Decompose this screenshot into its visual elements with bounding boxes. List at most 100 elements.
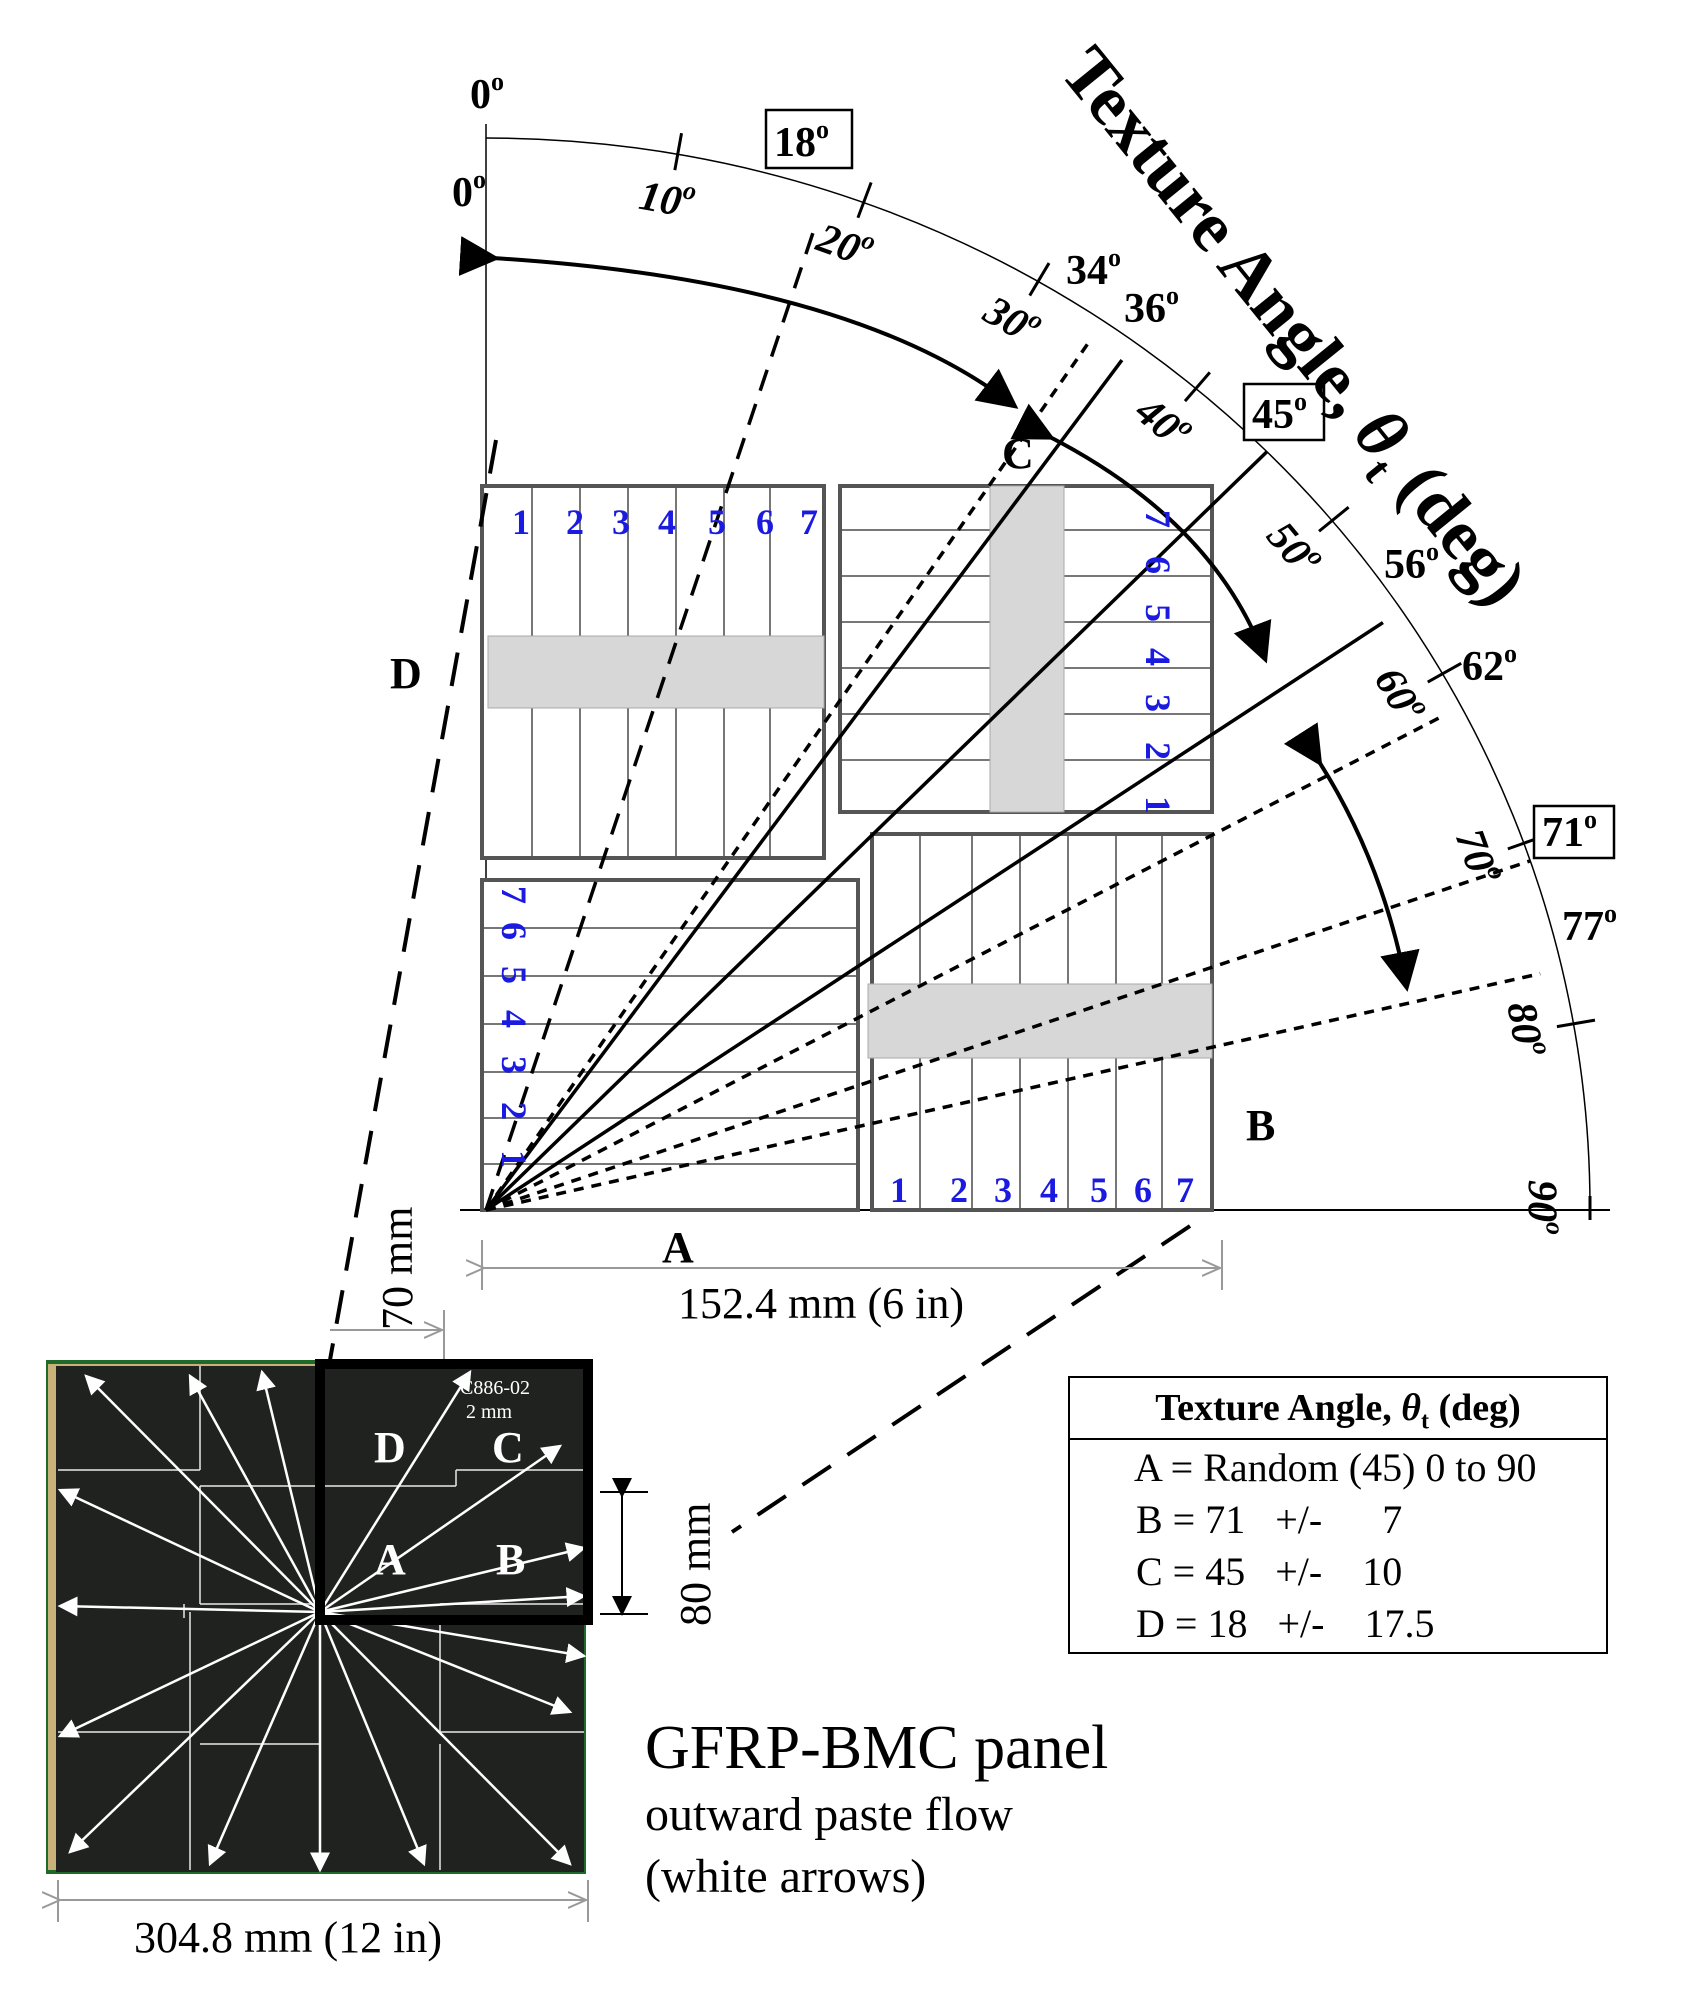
- inner-zero-label: 0o: [452, 165, 486, 216]
- legend-table: Texture Angle, θt (deg) A = Random (45) …: [1068, 1376, 1608, 1654]
- photo-code-label: C886-02: [460, 1377, 530, 1399]
- dim-label-80: 80 mm: [671, 1503, 720, 1626]
- paste-flow-arrow: [68, 1611, 321, 1854]
- arc-tick-label-group: 30o: [975, 287, 1049, 348]
- paste-flow-arrow: [319, 1542, 587, 1614]
- strip-number: 7: [1176, 1170, 1194, 1210]
- strip-number: 3: [994, 1170, 1012, 1210]
- arc-tick-label-group: 10o: [636, 168, 699, 228]
- paste-flow-arrow: [57, 1488, 321, 1614]
- boxed-angle-45: [1242, 382, 1326, 442]
- strip-number: 1: [512, 502, 530, 542]
- gray-band-b: [867, 983, 1213, 1059]
- outer-zero-label: 0o: [470, 67, 504, 118]
- photo-letter-a: A: [374, 1535, 406, 1584]
- dim-label-12in: 304.8 mm (12 in): [134, 1913, 442, 1962]
- boxed-angle-label-45: 45o: [1252, 387, 1307, 438]
- arc-tick-label-50: 50o: [1258, 510, 1332, 585]
- arc-tick-50: [1318, 505, 1350, 533]
- paste-flow-arrow: [319, 1444, 563, 1614]
- range-arrow-b: [1283, 722, 1420, 992]
- paste-flow-arrow: [207, 1611, 322, 1867]
- paste-flow-arrow: [319, 1587, 587, 1614]
- marker-label-36: 36o: [1124, 281, 1179, 332]
- arc-tick-label-20: 20o: [810, 210, 880, 277]
- strip-number: 1: [890, 1170, 908, 1210]
- arc-tick-30: [1028, 262, 1051, 297]
- strip-number: 6: [1134, 1170, 1152, 1210]
- region-letter-b: B: [1246, 1101, 1275, 1150]
- arc-tick-60: [1427, 661, 1462, 684]
- caption-line-1: GFRP-BMC panel: [645, 1714, 1109, 1782]
- strip-number: 4: [658, 502, 676, 542]
- strip-number: 2: [1138, 742, 1178, 760]
- boxed-angle-18: [764, 108, 854, 170]
- radial-line-71: [485, 859, 1531, 1212]
- marker-label-62: 62o: [1462, 639, 1517, 690]
- arc-tick-label-group: 20o: [810, 210, 880, 277]
- legend-row-c: C = 45 +/- 10: [1136, 1549, 1403, 1594]
- photo-thick-label: 2 mm: [466, 1401, 513, 1423]
- range-arrow-d: [458, 236, 1019, 409]
- arc-tick-label-70: 70o: [1446, 822, 1513, 891]
- dim-label-70: 70 mm: [373, 1207, 422, 1330]
- photo-letter-d: D: [374, 1423, 406, 1472]
- marker-label-34: 34o: [1066, 243, 1121, 294]
- legend-row-a: A = Random (45) 0 to 90: [1134, 1445, 1537, 1490]
- arc-tick-label-group: 70o: [1446, 822, 1513, 891]
- arc-tick-label-group: 90o: [1518, 1180, 1569, 1235]
- arc-tick-10: [673, 132, 684, 171]
- arc-ticks: 10o20o30o40o50o60o70o80o90o34o36o56o62o7…: [636, 108, 1617, 1235]
- strip-number: 3: [612, 502, 630, 542]
- arc-tick-label-90: 90o: [1518, 1180, 1569, 1235]
- strip-number: 2: [494, 1102, 534, 1120]
- quadrant-b: [867, 832, 1214, 1212]
- photo-panel: D C A B C886-02 2 mm: [46, 1359, 593, 1874]
- arc-tick-label-group: 60o: [1365, 658, 1437, 731]
- strip-number: 5: [1138, 604, 1178, 622]
- gray-band-d: [487, 635, 825, 709]
- projection-line-right: [730, 1224, 1192, 1534]
- strip-number: 4: [494, 1010, 534, 1028]
- caption-line-3: (white arrows): [645, 1850, 927, 1903]
- strip-number: 2: [566, 502, 584, 542]
- paste-flow-arrow: [57, 1596, 321, 1617]
- radial-line-18: [484, 230, 816, 1211]
- strip-number: 2: [950, 1170, 968, 1210]
- region-letter-a: A: [662, 1223, 694, 1272]
- paste-flow-arrow: [256, 1369, 322, 1613]
- strip-number: 1: [494, 1150, 534, 1168]
- paste-flow-arrow: [318, 1611, 427, 1867]
- arc-tick-label-60: 60o: [1365, 658, 1437, 731]
- radial-line-77: [485, 971, 1541, 1212]
- legend-rows: A = Random (45) 0 to 90 B = 71 +/- 7 C =…: [1070, 1440, 1606, 1650]
- strip-number: 6: [1138, 556, 1178, 574]
- photo-letter-b: B: [496, 1535, 525, 1584]
- legend-row-b: B = 71 +/- 7: [1136, 1497, 1403, 1542]
- strip-number: 7: [800, 502, 818, 542]
- arc-tick-label-10: 10o: [636, 168, 699, 228]
- paste-flow-arrow: [57, 1610, 321, 1738]
- paste-flow-arrow: [84, 1374, 321, 1613]
- arc-tick-label-group: 50o: [1258, 510, 1332, 585]
- radial-line-34: [484, 338, 1093, 1211]
- region-letter-d: D: [390, 649, 422, 698]
- strip-number: 4: [1040, 1170, 1058, 1210]
- strip-number: 4: [1138, 648, 1178, 666]
- paste-flow-arrow: [318, 1369, 472, 1613]
- paste-flow-arrow: [188, 1373, 322, 1613]
- paste-flow-arrow: [319, 1610, 573, 1715]
- arc-tick-80: [1556, 1018, 1596, 1029]
- photo-letter-c: C: [492, 1423, 524, 1472]
- strip-number: 7: [1138, 510, 1178, 528]
- gray-band-c: [989, 485, 1065, 813]
- radial-lines: [484, 230, 1541, 1212]
- caption: GFRP-BMC panel outward paste flow (white…: [645, 1712, 1108, 1908]
- arc-tick-20: [856, 181, 873, 219]
- strip-number: 6: [756, 502, 774, 542]
- radial-line-56: [485, 621, 1384, 1212]
- region-letter-c: C: [1002, 429, 1034, 478]
- boxed-angle-label-71: 71o: [1542, 805, 1597, 856]
